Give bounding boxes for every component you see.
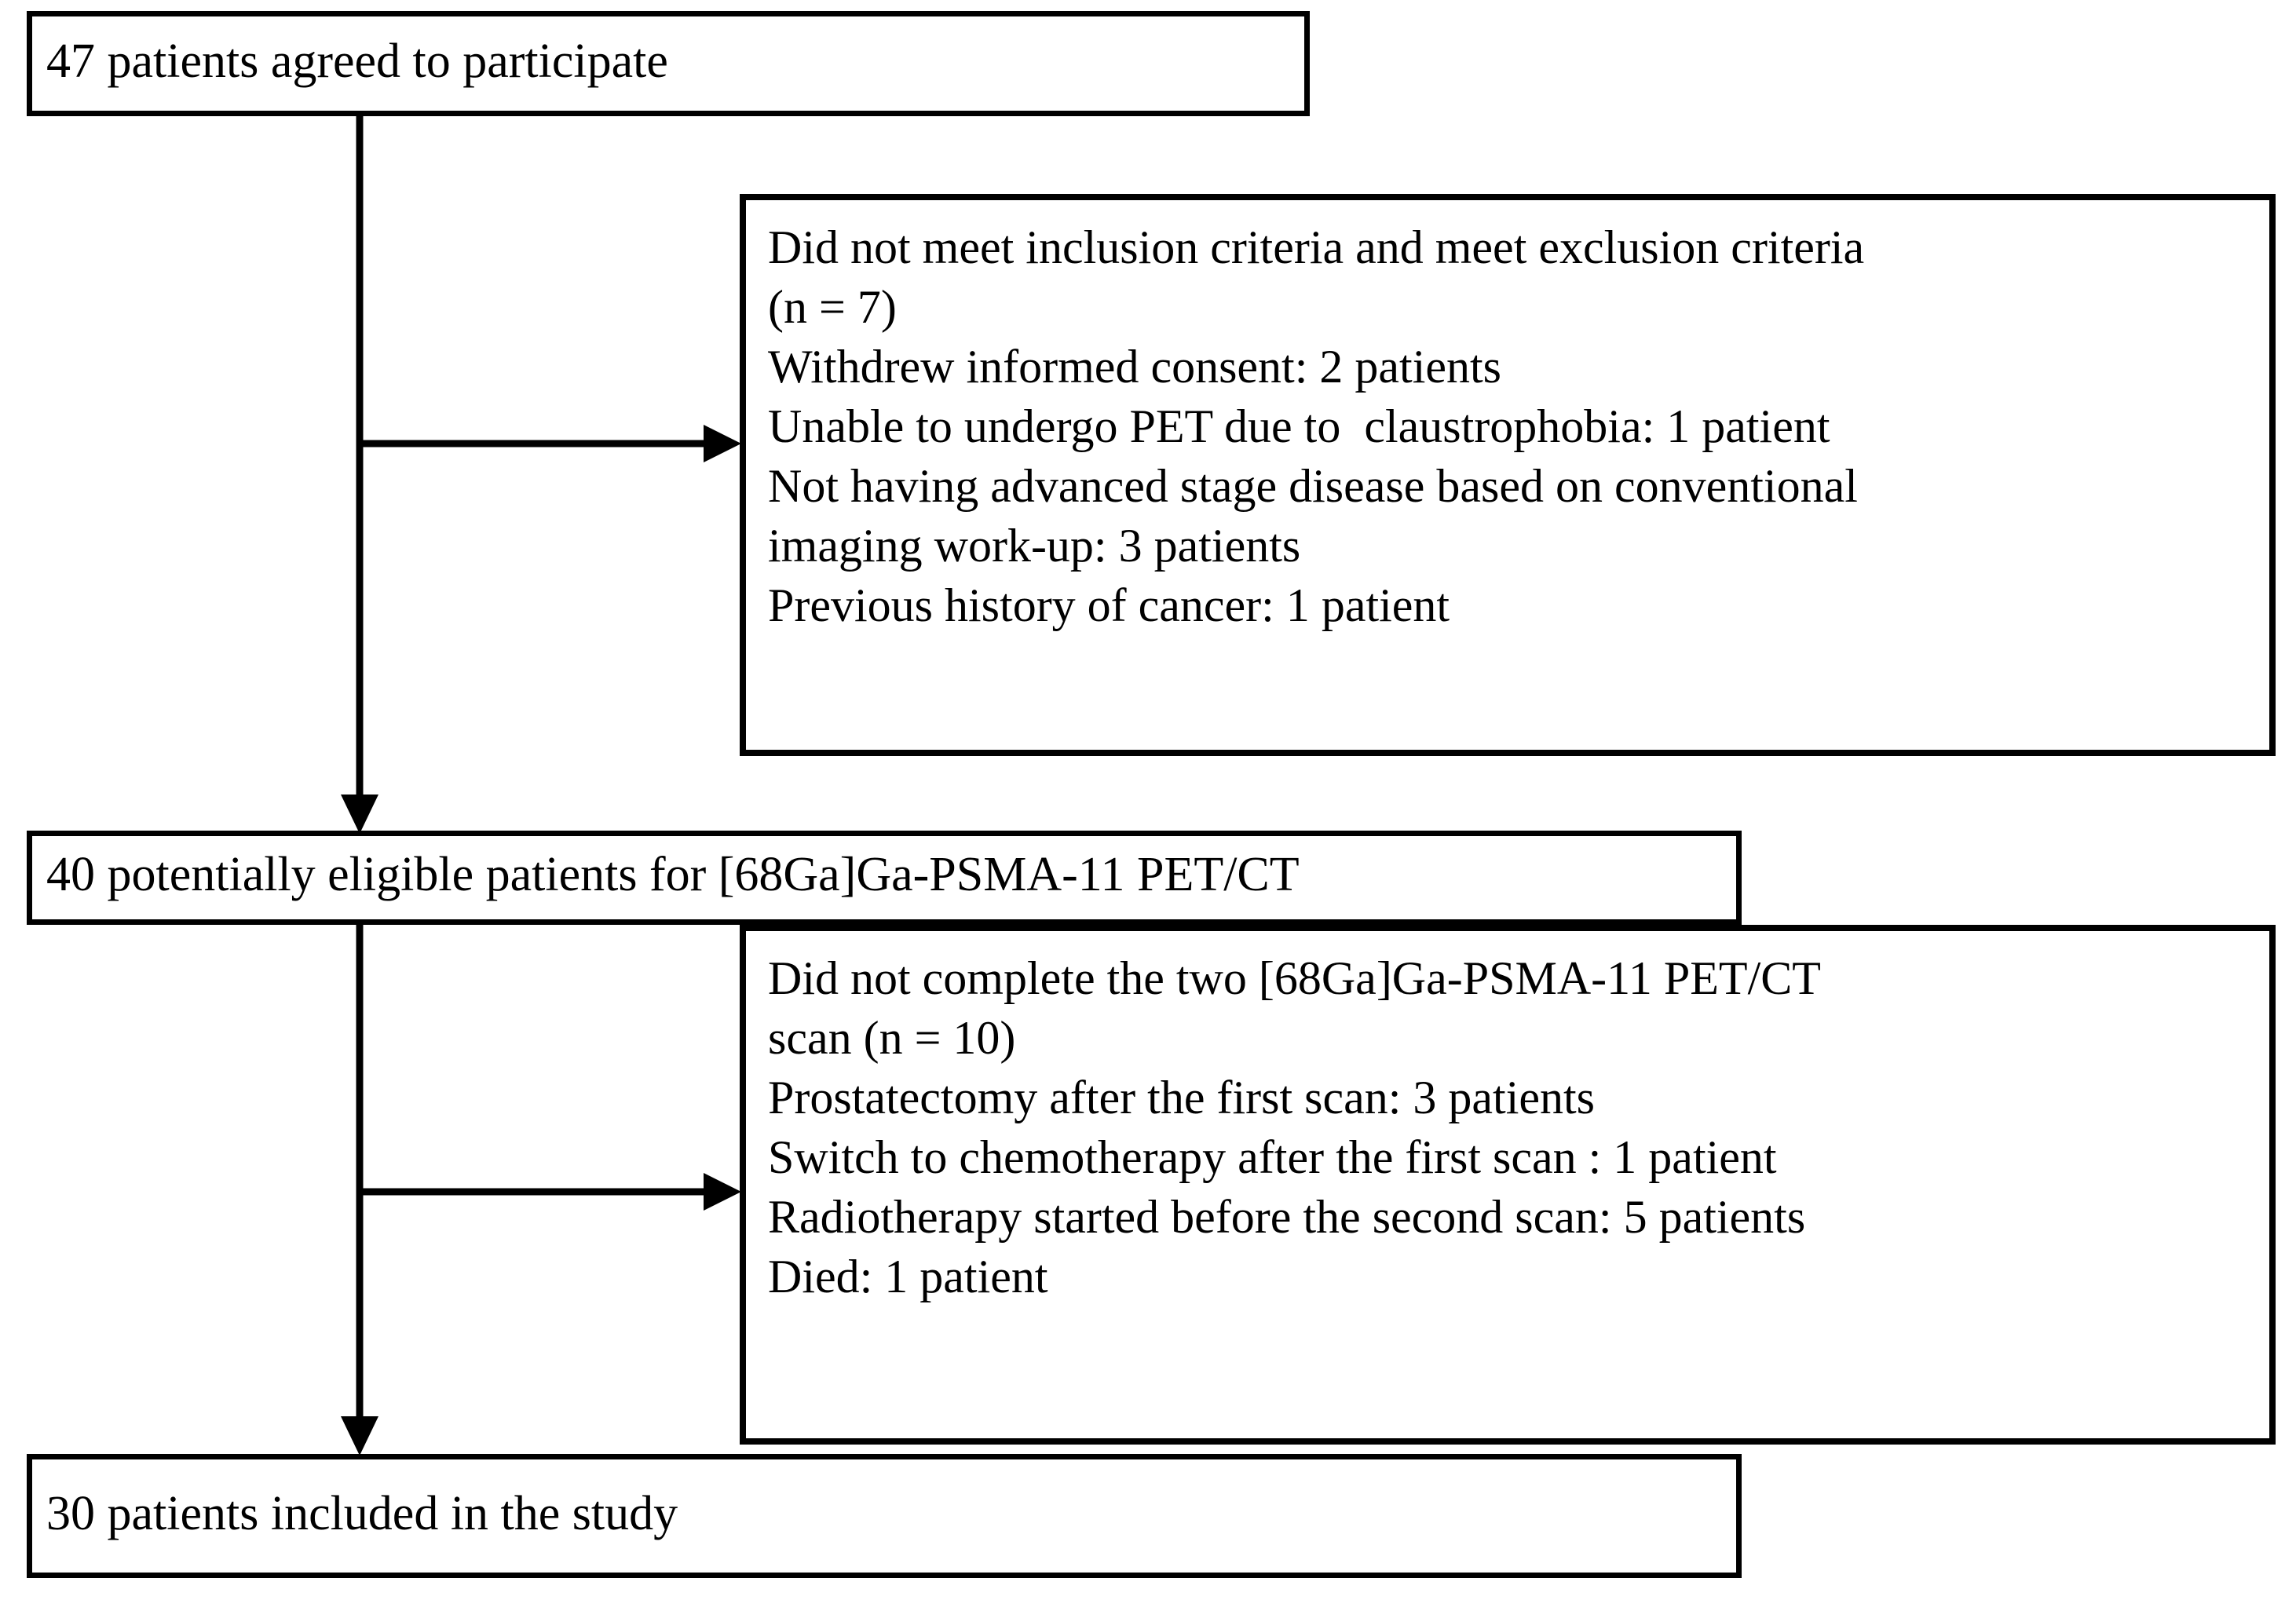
edge-eligible-to-included-arrowhead — [341, 1416, 378, 1456]
node-exclusion-2-label: Did not complete the two [68Ga]Ga-PSMA-1… — [768, 952, 1821, 1302]
node-eligible-label: 40 potentially eligible patients for [68… — [46, 848, 1300, 901]
node-enrolled-label: 47 patients agreed to participate — [46, 35, 668, 88]
edge-enrolled-to-eligible-arrowhead — [341, 795, 378, 834]
edge-eligible-to-exclusion2-arrowhead — [704, 1173, 741, 1211]
node-enrolled-box: 47 patients agreed to participate — [27, 11, 1310, 116]
node-included-box: 30 patients included in the study — [27, 1454, 1742, 1578]
edge-enrolled-to-exclusion1-arrowhead — [704, 425, 741, 462]
node-exclusion-1-box: Did not meet inclusion criteria and meet… — [740, 194, 2276, 756]
node-included-label: 30 patients included in the study — [46, 1487, 678, 1540]
node-eligible-box: 40 potentially eligible patients for [68… — [27, 831, 1742, 925]
node-exclusion-2-box: Did not complete the two [68Ga]Ga-PSMA-1… — [740, 925, 2276, 1445]
node-exclusion-1-label: Did not meet inclusion criteria and meet… — [768, 221, 1865, 631]
